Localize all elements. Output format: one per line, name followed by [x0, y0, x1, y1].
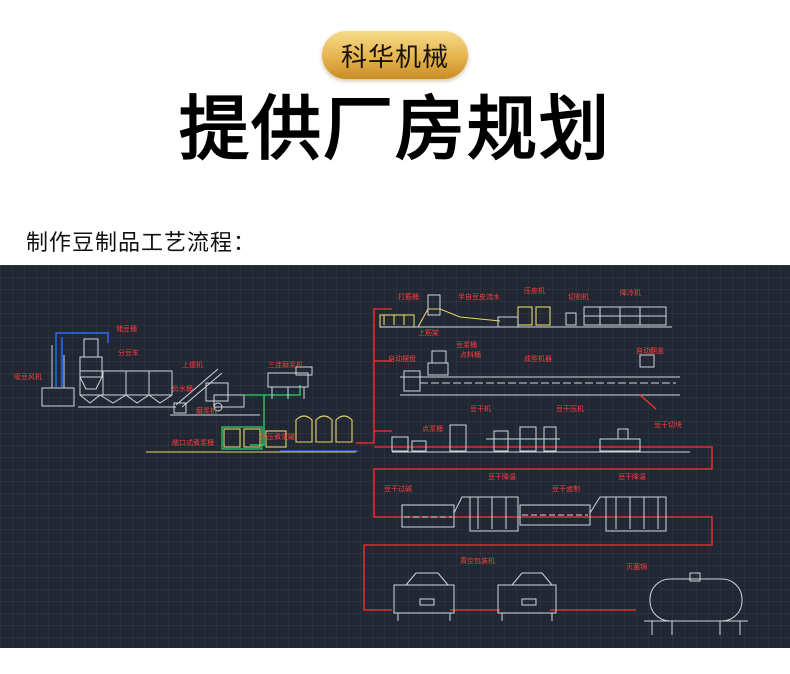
diagram-labels: 储豆桶 分豆车 吸豆风机 上提机 负水桶 磨浆机 三连磨浆机 敞口式煮浆桶 常压…	[14, 286, 682, 571]
flow-connector	[356, 308, 713, 611]
brand-badge: 科华机械	[322, 31, 468, 79]
label-sterilizer: 灭菌锅	[626, 562, 647, 571]
label-vacuum: 真空包装机	[460, 556, 495, 565]
brine-line	[401, 496, 667, 532]
label-feeder: 负水桶	[172, 384, 193, 393]
label-forming: 成型机器	[524, 354, 552, 363]
yuba-machines	[380, 294, 672, 328]
label-blower: 吸豆风机	[14, 372, 42, 381]
label-dry-cool2: 豆干降温	[618, 472, 646, 481]
green-pipe	[244, 385, 301, 446]
brand-badge-text: 科华机械	[340, 42, 449, 73]
label-press: 压皮机	[524, 286, 545, 295]
packaging-line	[393, 572, 557, 621]
label-dry-machine: 豆干机	[470, 404, 491, 413]
dried-tofu-line	[391, 424, 690, 453]
three-grinder	[267, 366, 313, 399]
cook-tanks	[146, 415, 356, 453]
label-dry-cool1: 豆干降温	[488, 472, 516, 481]
label-dry-press: 豆干压机	[556, 404, 584, 413]
page-title: 提供厂房规划	[179, 88, 611, 170]
label-auto-turn: 自动翻盖	[636, 346, 664, 355]
label-separator: 分豆车	[118, 348, 139, 357]
process-subtitle: 制作豆制品工艺流程：	[26, 231, 257, 256]
label-dry-brine: 豆干卤制	[552, 484, 580, 493]
water-pipe	[55, 332, 109, 387]
label-dry-cut: 豆干切块	[654, 420, 682, 429]
process-flow-svg: 储豆桶 分豆车 吸豆风机 上提机 负水桶 磨浆机 三连磨浆机 敞口式煮浆桶 常压…	[14, 286, 748, 635]
sterilizer-tank	[644, 572, 748, 635]
label-open-boiler: 敞口式煮浆桶	[172, 438, 214, 447]
tofu-line	[400, 350, 680, 396]
label-cutter: 切割机	[568, 292, 589, 301]
label-upper: 上筋架	[418, 328, 439, 337]
label-soak-tank: 储豆桶	[116, 324, 137, 333]
label-grinder: 磨浆机	[196, 406, 217, 415]
label-elevator: 上提机	[182, 360, 203, 369]
label-tofu-pot: 豆浆桶	[456, 340, 477, 349]
label-pressure-tank: 常压煮浆罐	[260, 432, 295, 441]
label-dry-soak: 豆干过碱	[384, 484, 412, 493]
bottom-whitespace	[0, 648, 790, 674]
cad-process-diagram: 储豆桶 分豆车 吸豆风机 上提机 负水桶 磨浆机 三连磨浆机 敞口式煮浆桶 常压…	[0, 265, 790, 648]
label-ferment: 点浆桶	[422, 424, 443, 433]
label-semi-auto: 半自豆皮流水	[458, 292, 500, 301]
label-mixer: 点料桶	[460, 350, 481, 359]
label-auto-tray: 自动摆盘	[388, 354, 416, 363]
elevator-section	[170, 368, 260, 416]
label-dryer: 降冷机	[620, 288, 641, 297]
soak-section	[41, 338, 176, 408]
yuba-line	[379, 306, 551, 328]
label-three-sep: 三连磨浆机	[268, 360, 303, 369]
label-beating: 打筋桶	[398, 292, 419, 301]
